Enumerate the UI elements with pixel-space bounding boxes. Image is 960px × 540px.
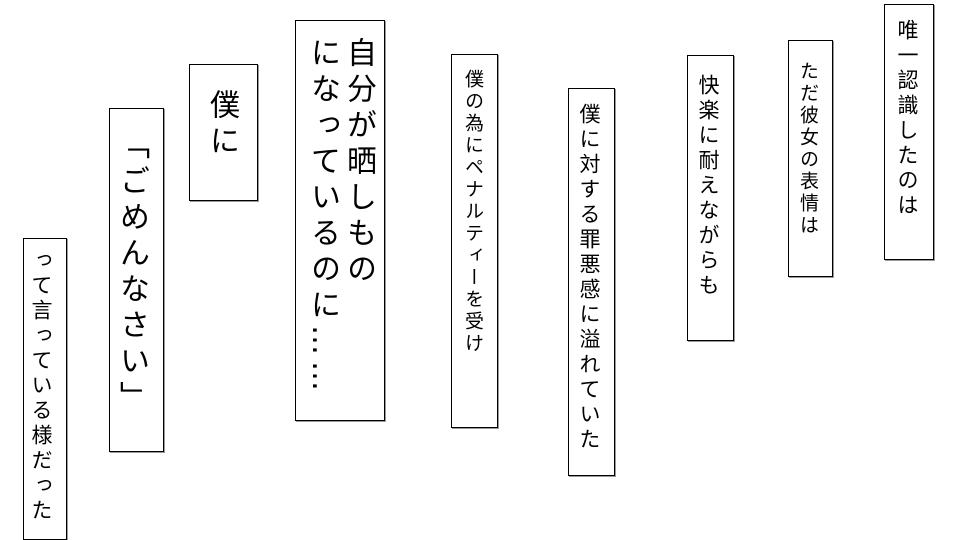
caption-text: 「ごめんなさい」 bbox=[114, 129, 149, 417]
caption-text: 自分が晒しもの になっているのに…… bbox=[305, 37, 376, 397]
caption-text: ただ彼女の表情は bbox=[797, 61, 819, 237]
caption-text: 僕の為にペナルティーを受け bbox=[462, 69, 484, 355]
caption-box: って言っている様だった bbox=[23, 238, 67, 540]
caption-text: 快楽に耐えながらも bbox=[696, 74, 720, 299]
caption-box: 快楽に耐えながらも bbox=[687, 55, 734, 341]
caption-box: 「ごめんなさい」 bbox=[109, 108, 164, 452]
caption-text: って言っている様だった bbox=[29, 249, 53, 524]
caption-box: 僕に bbox=[189, 64, 258, 201]
caption-text: 唯一認識したのは bbox=[895, 19, 919, 219]
caption-text: 僕に対する罪悪感に溢れていた bbox=[577, 103, 601, 453]
caption-text: 僕に bbox=[204, 89, 239, 161]
caption-box: ただ彼女の表情は bbox=[788, 40, 833, 277]
caption-box: 僕に対する罪悪感に溢れていた bbox=[568, 88, 615, 476]
caption-box: 自分が晒しもの になっているのに…… bbox=[295, 20, 385, 421]
caption-box: 唯一認識したのは bbox=[884, 4, 934, 260]
caption-box: 僕の為にペナルティーを受け bbox=[451, 54, 498, 428]
